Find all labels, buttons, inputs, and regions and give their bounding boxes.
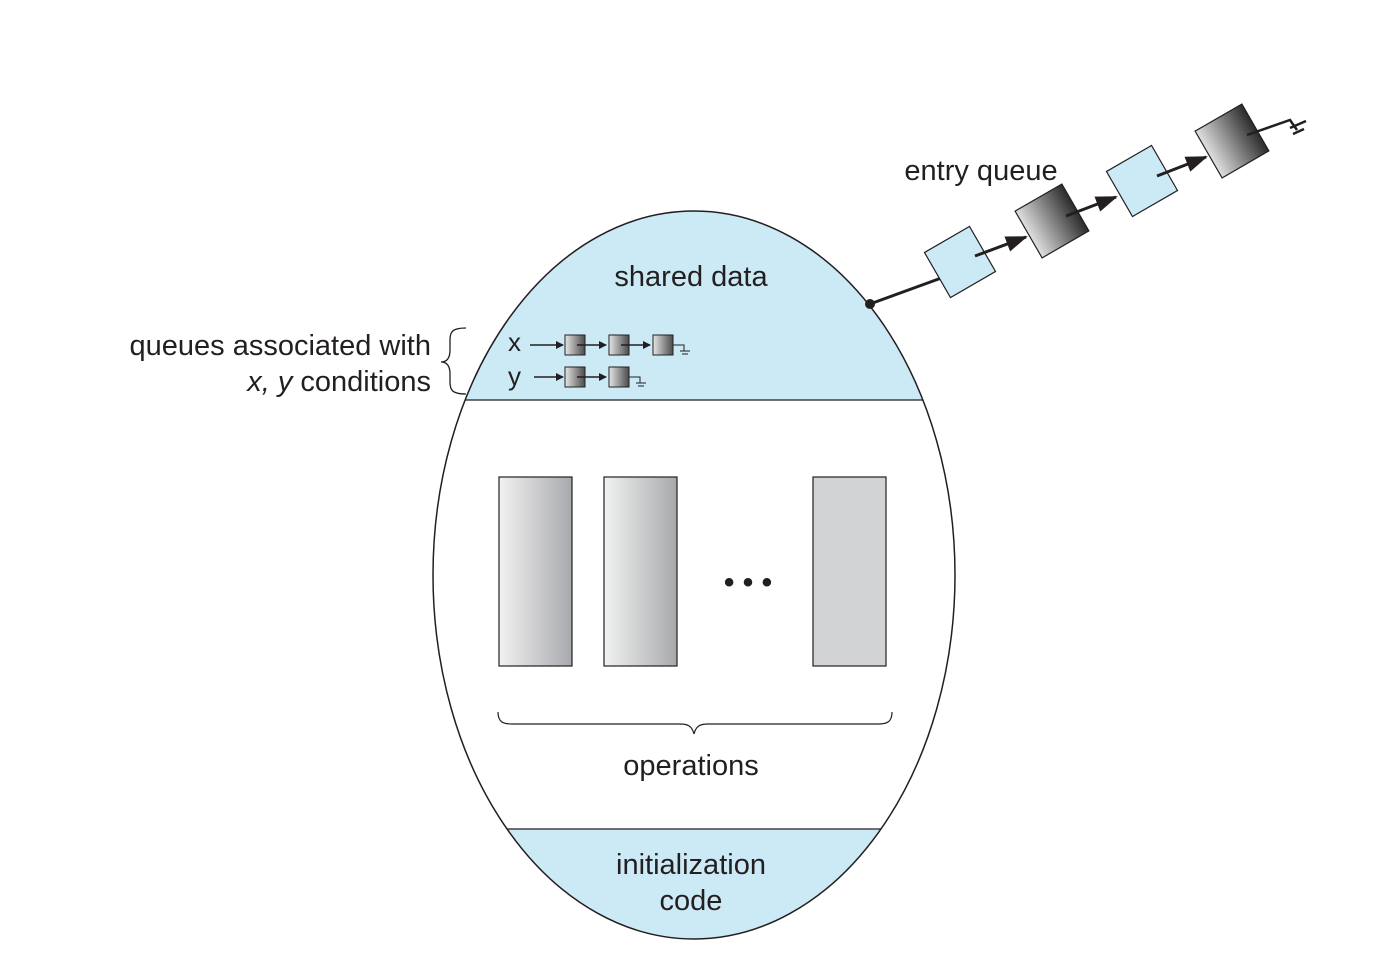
y-queue-ground-icon <box>629 376 646 387</box>
operations-label: operations <box>623 750 758 782</box>
queues-label-line2: x, y conditions <box>245 366 431 398</box>
queues-label-line1: queues associated with <box>130 330 431 362</box>
operations-ellipsis: • • • <box>724 566 772 599</box>
entry-queue <box>865 103 1307 309</box>
operation-box <box>498 476 573 667</box>
initialization-label-line2: code <box>660 885 723 917</box>
monitor-outline <box>432 210 956 940</box>
y-condition-label: y <box>508 361 521 391</box>
entry-queue-label: entry queue <box>904 155 1057 187</box>
shared-data-section <box>433 211 955 400</box>
x-queue-process <box>652 334 674 356</box>
condition-queues: x y <box>508 327 690 391</box>
entry-process-light <box>1105 144 1179 218</box>
queues-label-rest: conditions <box>292 366 431 398</box>
operations-brace <box>497 711 893 735</box>
entry-process-dark <box>1194 103 1270 179</box>
entry-process-dark <box>1014 183 1090 259</box>
entry-process-light <box>923 225 997 299</box>
operations-group: • • • <box>498 476 887 667</box>
entry-point-dot <box>865 299 875 309</box>
initialization-label-line1: initialization <box>616 849 766 881</box>
operation-box <box>812 476 887 667</box>
entry-queue-ground-icon <box>1246 118 1307 137</box>
queues-brace <box>440 327 467 395</box>
queues-label-vars: x, y <box>245 366 294 398</box>
shared-data-label: shared data <box>614 261 768 293</box>
operation-box <box>603 476 678 667</box>
y-queue-process <box>608 366 630 388</box>
x-condition-label: x <box>508 327 521 357</box>
x-queue-ground-icon <box>673 344 690 355</box>
